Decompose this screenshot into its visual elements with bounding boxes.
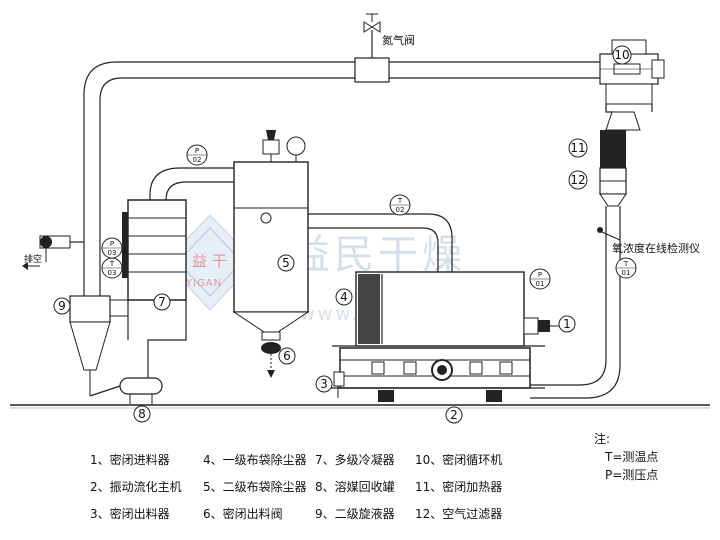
svg-text:12: 12 [570, 173, 585, 187]
svg-text:T: T [623, 260, 629, 268]
legend-item-11: 11、密闭加热器 [415, 480, 503, 494]
callout-4: 4 [335, 288, 353, 306]
primary-bag-filter [355, 271, 525, 347]
svg-text:5: 5 [282, 256, 290, 270]
nitrogen-valve [354, 13, 390, 83]
callout-11: 11 [568, 138, 588, 158]
callout-7: 7 [153, 293, 171, 311]
svg-text:9: 9 [58, 299, 66, 313]
exhaust-outlet [22, 235, 84, 270]
marker-p03: P 03 [101, 237, 123, 259]
callout-3: 3 [315, 375, 333, 393]
note-title: 注: [594, 432, 611, 446]
svg-text:P: P [195, 147, 199, 155]
secondary-bag-filter [232, 130, 310, 333]
callout-5: 5 [277, 254, 295, 272]
svg-text:10: 10 [614, 48, 629, 62]
vibrating-fluid-bed [330, 345, 545, 402]
marker-t03: T 03 [101, 257, 123, 279]
closed-heater [600, 130, 626, 168]
watermark-logo-en: YIGAN [185, 278, 222, 289]
callout-6: 6 [278, 347, 296, 365]
legend-item-9: 9、二级旋液器 [315, 507, 395, 521]
note-temperature: T=测温点 [605, 450, 659, 464]
svg-text:01: 01 [622, 269, 631, 277]
marker-t02: T 02 [389, 194, 411, 216]
legend-item-3: 3、密闭出料器 [90, 507, 170, 521]
solvent-recovery-tank [89, 360, 163, 404]
watermark-text: 益民干燥 [290, 232, 466, 278]
svg-text:3: 3 [320, 377, 328, 391]
closed-feeder [523, 317, 560, 335]
oxygen-detector-label: 氧浓度在线检测仪 [612, 241, 700, 255]
callout-8: 8 [133, 405, 151, 423]
legend-item-1: 1、密闭进料器 [90, 453, 170, 467]
svg-text:03: 03 [108, 269, 117, 277]
legend-item-6: 6、密闭出料阀 [203, 507, 283, 521]
svg-text:02: 02 [193, 156, 202, 164]
svg-text:P: P [110, 240, 114, 248]
svg-text:T: T [397, 197, 403, 205]
svg-text:2: 2 [450, 408, 458, 422]
oxygen-detector [597, 227, 621, 241]
circulation-fan [599, 39, 665, 105]
svg-text:6: 6 [283, 349, 291, 363]
discharge-valve [261, 331, 281, 378]
closed-discharger [333, 371, 345, 398]
legend-item-2: 2、振动流化主机 [90, 480, 182, 494]
multistage-condenser [122, 199, 187, 360]
callout-2: 2 [445, 406, 463, 424]
svg-text:01: 01 [536, 280, 545, 288]
callout-10: 10 [612, 45, 632, 65]
callout-12: 12 [568, 170, 588, 190]
nitrogen-valve-label: 氮气阀 [382, 33, 415, 47]
svg-text:03: 03 [108, 249, 117, 257]
marker-p01: P 01 [529, 268, 551, 290]
legend-item-7: 7、多级冷凝器 [315, 453, 395, 467]
heater-filter-column [599, 111, 641, 207]
legend-item-4: 4、一级布袋除尘器 [203, 453, 307, 467]
svg-text:11: 11 [570, 141, 585, 155]
svg-text:P: P [538, 271, 542, 279]
legend-item-8: 8、溶媒回收罐 [315, 480, 395, 494]
note-pressure: P=测压点 [605, 468, 659, 482]
legend-item-10: 10、密闭循环机 [415, 453, 503, 467]
svg-text:8: 8 [138, 407, 146, 421]
marker-t01: T 01 [615, 257, 637, 279]
secondary-cyclone [69, 295, 128, 396]
legend-item-5: 5、二级布袋除尘器 [203, 480, 307, 494]
callout-9: 9 [53, 297, 71, 315]
return-pipe [83, 61, 600, 245]
marker-p02: P 02 [186, 144, 208, 166]
callout-1: 1 [558, 315, 576, 333]
exhaust-label: 排空 [24, 253, 42, 265]
svg-text:4: 4 [340, 290, 348, 304]
svg-text:1: 1 [563, 317, 571, 331]
legend-item-12: 12、空气过滤器 [415, 507, 503, 521]
svg-text:7: 7 [158, 295, 166, 309]
svg-text:T: T [109, 260, 115, 268]
watermark-logo-cn: 益 干 [192, 252, 227, 270]
svg-text:02: 02 [396, 206, 405, 214]
